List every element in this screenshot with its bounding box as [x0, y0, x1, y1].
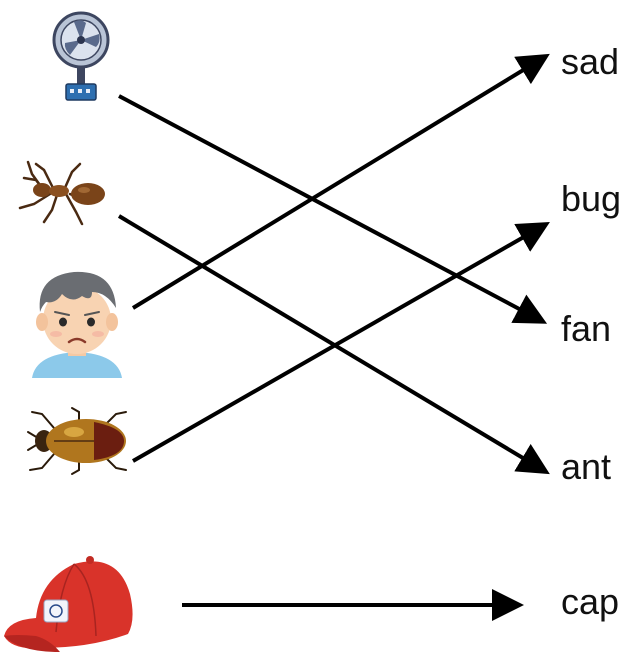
arrow-fan-to-fan	[118, 94, 548, 324]
word-ant: ant	[561, 446, 612, 487]
word-bug: bug	[561, 178, 622, 219]
word-cap: cap	[561, 581, 620, 622]
word-sad: sad	[561, 41, 620, 82]
arrow-ant-to-ant	[117, 214, 550, 475]
ant-picture	[18, 160, 105, 226]
arrow-boy-to-sad	[131, 53, 550, 310]
red-cap-picture	[4, 556, 133, 652]
sad-boy-picture	[32, 271, 122, 378]
beetle-picture	[27, 407, 127, 475]
word-fan: fan	[561, 308, 612, 349]
fan-picture	[52, 11, 110, 101]
arrow-beetle-to-bug	[132, 222, 550, 463]
